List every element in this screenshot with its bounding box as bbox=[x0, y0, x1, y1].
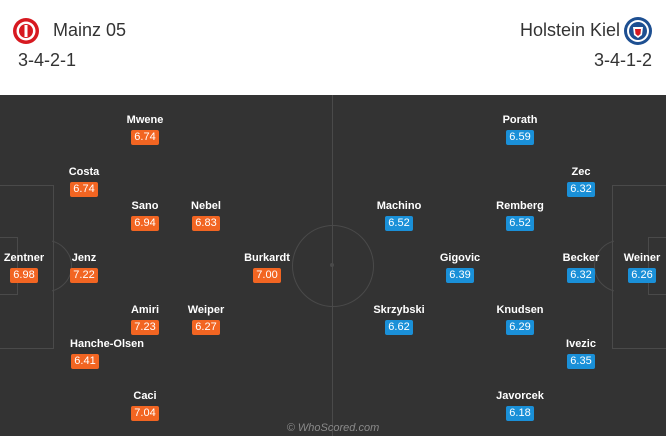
away-player-becker[interactable]: Becker 6.32 bbox=[541, 252, 621, 283]
player-name: Nebel bbox=[191, 200, 221, 212]
player-name: Mwene bbox=[126, 114, 164, 126]
home-formation: 3-4-2-1 bbox=[18, 50, 77, 70]
center-spot bbox=[330, 263, 334, 267]
home-player-jenz[interactable]: Jenz 7.22 bbox=[44, 252, 124, 283]
away-player-machino[interactable]: Machino 6.52 bbox=[359, 200, 439, 231]
player-rating-badge: 7.22 bbox=[70, 268, 98, 283]
player-name: Porath bbox=[502, 114, 538, 126]
player-rating-badge: 6.62 bbox=[385, 320, 413, 335]
away-goal-area bbox=[648, 237, 666, 295]
away-player-skrzybski[interactable]: Skrzybski 6.62 bbox=[359, 304, 439, 335]
watermark: © WhoScored.com bbox=[286, 422, 380, 434]
player-name: Javorcek bbox=[496, 390, 544, 402]
player-name: Jenz bbox=[71, 252, 97, 264]
player-rating-badge: 6.18 bbox=[506, 406, 534, 421]
player-rating-badge: 6.59 bbox=[506, 130, 534, 145]
player-name: Sano bbox=[131, 200, 159, 212]
player-name: Costa bbox=[68, 166, 100, 178]
match-header: Mainz 05 3-4-2-1 Holstein Kiel 3-4-1-2 bbox=[0, 0, 666, 92]
away-player-zec[interactable]: Zec 6.32 bbox=[541, 166, 621, 197]
player-name: Weiner bbox=[623, 252, 661, 264]
player-rating-badge: 7.23 bbox=[131, 320, 159, 335]
mainz-05-crest-icon bbox=[13, 18, 39, 44]
player-name: Skrzybski bbox=[373, 304, 425, 316]
away-player-javorcek[interactable]: Javorcek 6.18 bbox=[480, 390, 560, 421]
player-rating-badge: 6.41 bbox=[71, 354, 99, 369]
away-player-knudsen[interactable]: Knudsen 6.29 bbox=[480, 304, 560, 335]
home-player-amiri[interactable]: Amiri 7.23 bbox=[105, 304, 185, 335]
away-player-weiner[interactable]: Weiner 6.26 bbox=[602, 252, 666, 283]
player-name: Caci bbox=[133, 390, 157, 402]
player-name: Machino bbox=[376, 200, 422, 212]
home-player-costa[interactable]: Costa 6.74 bbox=[44, 166, 124, 197]
player-name: Knudsen bbox=[496, 304, 544, 316]
player-rating-badge: 6.27 bbox=[192, 320, 220, 335]
away-player-ivezic[interactable]: Ivezic 6.35 bbox=[541, 338, 621, 369]
player-name: Hanche-Olsen bbox=[70, 338, 144, 350]
player-rating-badge: 6.74 bbox=[70, 182, 98, 197]
home-player-caci[interactable]: Caci 7.04 bbox=[105, 390, 185, 421]
home-player-burkardt[interactable]: Burkardt 7.00 bbox=[227, 252, 307, 283]
home-player-sano[interactable]: Sano 6.94 bbox=[105, 200, 185, 231]
player-name: Zec bbox=[571, 166, 591, 178]
pitch: Zentner 6.98 Jenz 7.22 Costa 6.74 Hanche… bbox=[0, 95, 666, 436]
player-name: Becker bbox=[562, 252, 600, 264]
center-circle bbox=[292, 225, 374, 307]
home-player-weiper[interactable]: Weiper 6.27 bbox=[166, 304, 246, 335]
away-player-remberg[interactable]: Remberg 6.52 bbox=[480, 200, 560, 231]
player-rating-badge: 6.83 bbox=[192, 216, 220, 231]
player-rating-badge: 7.04 bbox=[131, 406, 159, 421]
player-rating-badge: 6.52 bbox=[385, 216, 413, 231]
player-rating-badge: 6.39 bbox=[446, 268, 474, 283]
home-player-hanche-olsen[interactable]: Hanche-Olsen 6.41 bbox=[67, 338, 147, 369]
away-player-gigovic[interactable]: Gigovic 6.39 bbox=[420, 252, 500, 283]
player-name: Gigovic bbox=[439, 252, 481, 264]
player-name: Ivezic bbox=[566, 338, 596, 350]
home-goal-area bbox=[0, 237, 18, 295]
player-name: Weiper bbox=[187, 304, 225, 316]
player-rating-badge: 6.32 bbox=[567, 182, 595, 197]
player-name: Amiri bbox=[130, 304, 160, 316]
away-formation: 3-4-1-2 bbox=[593, 50, 652, 70]
player-name: Zentner bbox=[3, 252, 45, 264]
player-rating-badge: 6.35 bbox=[567, 354, 595, 369]
home-player-zentner[interactable]: Zentner 6.98 bbox=[0, 252, 64, 283]
player-name: Remberg bbox=[496, 200, 544, 212]
home-player-mwene[interactable]: Mwene 6.74 bbox=[105, 114, 185, 145]
player-rating-badge: 6.26 bbox=[628, 268, 656, 283]
home-player-nebel[interactable]: Nebel 6.83 bbox=[166, 200, 246, 231]
player-rating-badge: 6.29 bbox=[506, 320, 534, 335]
away-team-name[interactable]: Holstein Kiel bbox=[519, 20, 620, 40]
holstein-kiel-crest-icon bbox=[624, 17, 652, 45]
player-rating-badge: 7.00 bbox=[253, 268, 281, 283]
player-rating-badge: 6.94 bbox=[131, 216, 159, 231]
player-rating-badge: 6.74 bbox=[131, 130, 159, 145]
away-player-porath[interactable]: Porath 6.59 bbox=[480, 114, 560, 145]
player-rating-badge: 6.52 bbox=[506, 216, 534, 231]
player-name: Burkardt bbox=[244, 252, 290, 264]
home-team-name[interactable]: Mainz 05 bbox=[53, 20, 127, 40]
player-rating-badge: 6.98 bbox=[10, 268, 38, 283]
player-rating-badge: 6.32 bbox=[567, 268, 595, 283]
